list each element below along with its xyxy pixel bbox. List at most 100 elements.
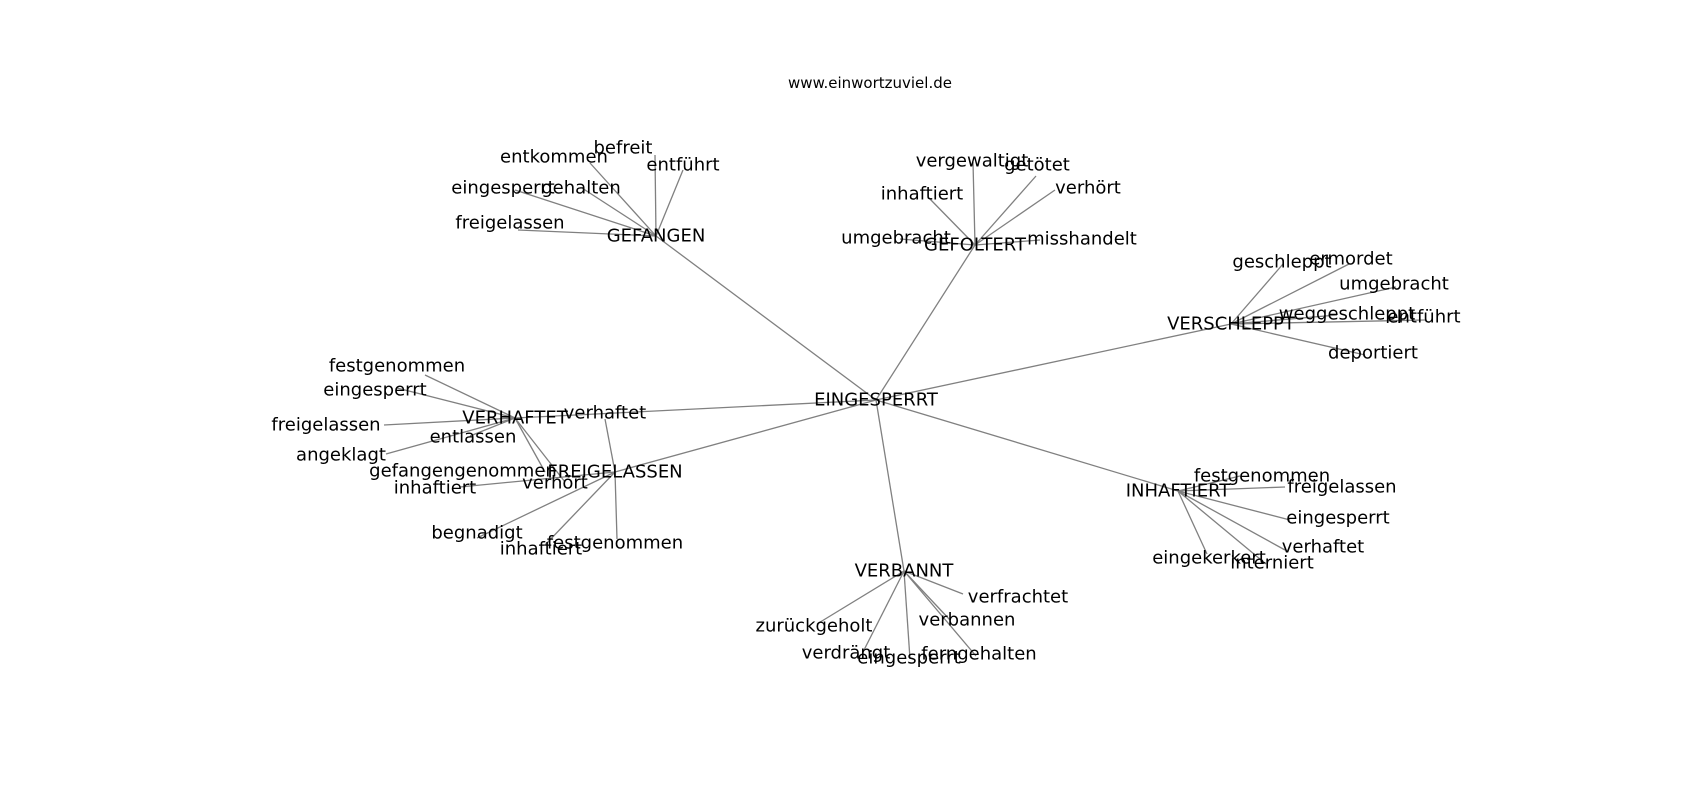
- edge-verhaftet-5: [514, 417, 546, 473]
- leaf-node-label: festgenommen: [547, 533, 683, 554]
- leaf-node-label: misshandelt: [1027, 229, 1137, 250]
- leaf-node-label: eingesperrt: [1286, 508, 1389, 529]
- leaf-node-label: freigelassen: [455, 213, 564, 234]
- edge-center-gefoltert: [875, 244, 976, 401]
- edge-gefoltert-3: [974, 189, 1056, 246]
- leaf-node-label: umgebracht: [841, 228, 951, 249]
- leaf-node-label: verhört: [1055, 178, 1121, 199]
- edge-center-freigelassen: [614, 399, 877, 473]
- edge-verbannt-3: [862, 570, 905, 653]
- leaf-node-label: freigelassen: [271, 415, 380, 436]
- leaf-node-label: deportiert: [1328, 343, 1418, 364]
- edge-verschleppt-2: [1230, 286, 1397, 325]
- edge-center-verschleppt: [875, 323, 1232, 401]
- hub-node-label-gefoltert: GEFOLTERT: [924, 235, 1027, 256]
- leaf-node-label: verbannen: [919, 610, 1016, 631]
- edge-inhaftiert-1: [1177, 486, 1286, 492]
- edge-freigelassen-2: [476, 471, 616, 539]
- edge-gefangen-4: [581, 187, 657, 237]
- edge-gefangen-0: [654, 154, 657, 237]
- leaf-node-label: befreit: [594, 138, 653, 159]
- site-url: www.einwortzuviel.de: [788, 74, 952, 92]
- edge-inhaftiert-4: [1177, 490, 1208, 555]
- leaf-node-label: angeklagt: [296, 445, 386, 466]
- leaf-node-label: entlassen: [430, 427, 517, 448]
- edge-verhaftet-0: [424, 374, 516, 419]
- edge-verschleppt-3: [1230, 314, 1338, 325]
- leaf-node-label: inhaftiert: [500, 539, 582, 560]
- edge-gefoltert-1: [974, 175, 1037, 246]
- edge-verschleppt-4: [1230, 319, 1426, 325]
- leaf-node-label: zurückgeholt: [756, 616, 873, 637]
- edge-center-gefangen: [655, 235, 877, 401]
- hub-node-label-verschleppt: VERSCHLEPPT: [1167, 314, 1296, 335]
- edge-freigelassen-0: [604, 418, 616, 473]
- leaf-node-label: vergewaltigt: [916, 151, 1029, 172]
- edge-verbannt-5: [903, 570, 977, 657]
- edge-center-verbannt: [875, 399, 905, 572]
- leaf-node-label: entführt: [646, 155, 719, 176]
- hub-node-label-freigelassen: FREIGELASSEN: [547, 462, 682, 483]
- leaf-node-label: entkommen: [500, 147, 608, 168]
- edge-gefangen-5: [517, 229, 657, 237]
- leaf-node-label: entführt: [1387, 307, 1460, 328]
- edge-gefoltert-2: [927, 196, 976, 246]
- edge-verbannt-1: [816, 570, 905, 625]
- leaf-node-label: begnadigt: [431, 523, 522, 544]
- edge-inhaftiert-2: [1177, 490, 1291, 521]
- leaf-node-label: inhaftiert: [881, 184, 963, 205]
- edge-gefangen-1: [589, 162, 657, 237]
- leaf-node-label: weggeschleppt: [1279, 304, 1415, 325]
- hub-node-label-gefangen: GEFANGEN: [607, 226, 706, 247]
- edge-freigelassen-4: [614, 471, 618, 540]
- leaf-node-label: freigelassen: [1287, 477, 1396, 498]
- leaf-node-label: ferngehalten: [921, 644, 1036, 665]
- leaf-node-label: festgenommen: [1194, 466, 1330, 487]
- leaf-node-label: geschleppt: [1232, 252, 1331, 273]
- edge-verhaftet-2: [383, 417, 516, 426]
- graph-edges: [383, 154, 1426, 660]
- edge-freigelassen-1: [459, 471, 616, 488]
- edge-gefoltert-5: [974, 239, 1041, 246]
- leaf-node-label: ermordet: [1309, 249, 1392, 270]
- leaf-node-label: verhaftet: [564, 403, 646, 424]
- center-node-label: EINGESPERRT: [814, 390, 939, 411]
- edge-verbannt-0: [903, 570, 964, 595]
- leaf-node-label: eingesperrt: [857, 648, 960, 669]
- edge-freigelassen-3: [544, 471, 616, 546]
- edge-verhaftet-1: [396, 387, 516, 419]
- leaf-node-label: eingesperrt: [451, 178, 554, 199]
- leaf-node-label: verhaftet: [1282, 537, 1364, 558]
- leaf-node-label: verfrachtet: [968, 587, 1068, 608]
- leaf-node-label: inhaftiert: [394, 478, 476, 499]
- leaf-node-label: interniert: [1230, 553, 1314, 574]
- leaf-node-label: gehalten: [541, 178, 620, 199]
- leaf-node-label: gefangengenommen: [369, 461, 557, 482]
- edge-verhaftet-6: [514, 417, 566, 483]
- edge-verschleppt-1: [1230, 263, 1350, 325]
- hub-node-label-verhaftet: VERHAFTET: [462, 408, 568, 429]
- edge-verschleppt-5: [1230, 323, 1366, 356]
- edge-gefangen-2: [655, 169, 684, 237]
- edge-gefangen-3: [514, 189, 657, 237]
- leaf-node-label: umgebracht: [1339, 274, 1449, 295]
- edge-gefoltert-0: [972, 161, 976, 246]
- edge-inhaftiert-0: [1177, 475, 1241, 492]
- edge-gefoltert-4: [899, 238, 976, 246]
- hub-node-label-inhaftiert: INHAFTIERT: [1126, 481, 1232, 502]
- leaf-node-label: verhört: [522, 473, 588, 494]
- edge-verhaftet-3: [385, 417, 516, 455]
- edge-center-inhaftiert: [875, 399, 1179, 492]
- leaf-node-label: eingekerkert: [1152, 548, 1266, 569]
- hub-node-label-verbannt: VERBANNT: [855, 561, 955, 582]
- edge-verbannt-4: [903, 570, 911, 660]
- edge-verschleppt-0: [1230, 263, 1284, 325]
- leaf-node-label: eingesperrt: [323, 380, 426, 401]
- edge-center-verhaftet: [514, 399, 877, 419]
- edge-inhaftiert-5: [1177, 490, 1267, 565]
- edge-verhaftet-4: [469, 417, 516, 437]
- leaf-node-label: getötet: [1004, 155, 1070, 176]
- leaf-node-label: festgenommen: [329, 356, 465, 377]
